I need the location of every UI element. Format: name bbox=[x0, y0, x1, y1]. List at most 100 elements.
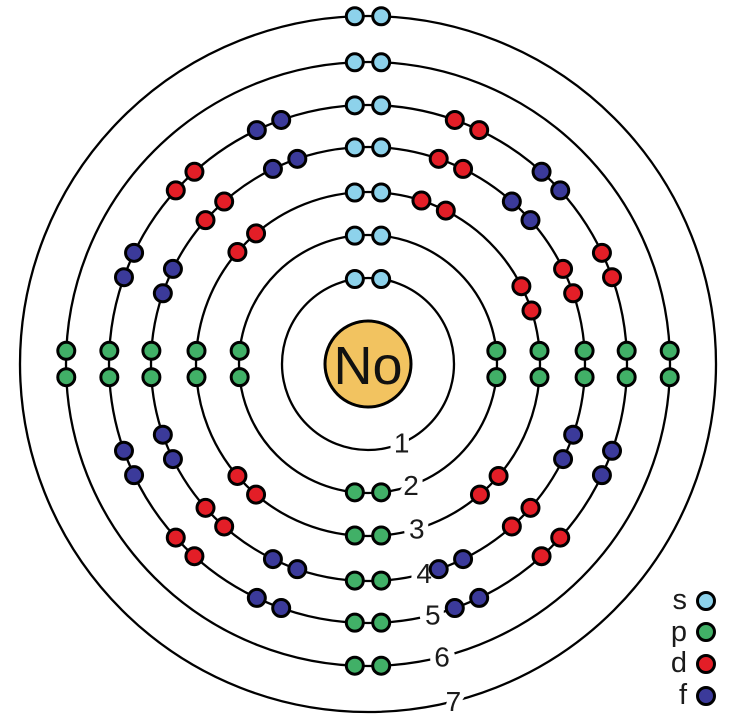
legend-p-dot bbox=[696, 622, 716, 643]
electron-d-shell-4 bbox=[428, 148, 449, 169]
electron-p-shell-6 bbox=[659, 340, 680, 361]
electron-p-shell-6 bbox=[659, 367, 680, 388]
electron-s-shell-2 bbox=[371, 225, 392, 246]
electron-p-shell-3 bbox=[344, 525, 365, 546]
electron-s-shell-3 bbox=[344, 182, 365, 203]
electron-d-shell-3 bbox=[469, 484, 490, 505]
electron-p-shell-5 bbox=[99, 367, 120, 388]
electron-s-shell-7 bbox=[371, 6, 392, 27]
electron-s-shell-1 bbox=[344, 269, 365, 290]
electron-d-shell-5 bbox=[531, 546, 552, 567]
electron-p-shell-3 bbox=[529, 367, 550, 388]
shell-circle-5 bbox=[107, 103, 629, 625]
electron-f-shell-4 bbox=[287, 148, 308, 169]
electron-p-shell-5 bbox=[99, 340, 120, 361]
electron-d-shell-4 bbox=[214, 191, 235, 212]
electron-f-shell-5 bbox=[469, 587, 490, 608]
electron-f-shell-4 bbox=[262, 158, 283, 179]
shell-number-label-4: 4 bbox=[416, 558, 432, 589]
electron-f-shell-5 bbox=[591, 465, 612, 486]
shell-number-label-6: 6 bbox=[434, 641, 450, 672]
nucleus-symbol: No bbox=[333, 336, 402, 396]
electron-p-shell-6 bbox=[371, 655, 392, 676]
electron-d-shell-5 bbox=[444, 109, 465, 130]
electron-p-shell-4 bbox=[344, 570, 365, 591]
legend-label-d: d bbox=[670, 647, 687, 680]
electron-f-shell-5 bbox=[246, 587, 267, 608]
electron-d-shell-5 bbox=[591, 242, 612, 263]
electron-f-shell-5 bbox=[550, 180, 571, 201]
electron-f-shell-4 bbox=[563, 424, 584, 445]
electron-f-shell-5 bbox=[113, 267, 134, 288]
electron-p-shell-5 bbox=[344, 612, 365, 633]
shell-number-label-7: 7 bbox=[446, 686, 462, 717]
electron-s-shell-5 bbox=[344, 95, 365, 116]
electron-p-shell-3 bbox=[371, 525, 392, 546]
electron-p-shell-6 bbox=[344, 655, 365, 676]
legend-label-f: f bbox=[678, 679, 687, 712]
electron-p-shell-4 bbox=[141, 367, 162, 388]
electron-f-shell-4 bbox=[152, 283, 173, 304]
electron-s-shell-1 bbox=[371, 269, 392, 290]
electron-f-shell-4 bbox=[162, 258, 183, 279]
electron-f-shell-5 bbox=[444, 598, 465, 619]
electron-p-shell-2 bbox=[486, 367, 507, 388]
legend-label-s: s bbox=[672, 584, 688, 617]
shell-number-label-2: 2 bbox=[403, 470, 419, 501]
shell-circle-1 bbox=[280, 276, 456, 452]
electron-p-shell-2 bbox=[486, 340, 507, 361]
electron-f-shell-5 bbox=[271, 109, 292, 130]
electron-s-shell-6 bbox=[344, 52, 365, 73]
shell-circle-2 bbox=[237, 233, 499, 495]
electron-d-shell-3 bbox=[411, 190, 432, 211]
electron-p-shell-3 bbox=[186, 340, 207, 361]
electron-p-shell-5 bbox=[616, 340, 637, 361]
electron-f-shell-5 bbox=[531, 161, 552, 182]
electron-p-shell-5 bbox=[616, 367, 637, 388]
electron-p-shell-4 bbox=[574, 340, 595, 361]
electron-f-shell-4 bbox=[553, 449, 574, 470]
electron-p-shell-4 bbox=[574, 367, 595, 388]
electron-s-shell-4 bbox=[344, 137, 365, 158]
shell-circle-4 bbox=[149, 145, 587, 583]
shell-number-label-5: 5 bbox=[425, 599, 441, 630]
electron-d-shell-3 bbox=[435, 200, 456, 221]
electron-d-shell-5 bbox=[184, 161, 205, 182]
electron-p-shell-6 bbox=[56, 367, 77, 388]
electron-d-shell-3 bbox=[227, 465, 248, 486]
electron-f-shell-5 bbox=[113, 440, 134, 461]
electron-f-shell-5 bbox=[602, 440, 623, 461]
electron-d-shell-3 bbox=[488, 465, 509, 486]
electron-d-shell-4 bbox=[214, 516, 235, 537]
shell-circle-7 bbox=[18, 14, 718, 714]
electron-p-shell-3 bbox=[186, 367, 207, 388]
electron-f-shell-4 bbox=[162, 449, 183, 470]
electron-p-shell-2 bbox=[229, 367, 250, 388]
electron-f-shell-4 bbox=[520, 210, 541, 231]
electron-d-shell-4 bbox=[553, 258, 574, 279]
electron-d-shell-4 bbox=[195, 497, 216, 518]
subshell-legend: s p d f bbox=[671, 585, 716, 711]
electron-d-shell-3 bbox=[521, 300, 542, 321]
legend-f-dot bbox=[696, 685, 716, 706]
electron-s-shell-4 bbox=[371, 137, 392, 158]
electron-f-shell-5 bbox=[124, 465, 145, 486]
electron-p-shell-6 bbox=[56, 340, 77, 361]
electron-s-shell-3 bbox=[371, 182, 392, 203]
electron-f-shell-5 bbox=[271, 598, 292, 619]
electron-p-shell-4 bbox=[371, 570, 392, 591]
electron-d-shell-4 bbox=[195, 210, 216, 231]
shell-circle-6 bbox=[64, 60, 672, 668]
electron-d-shell-5 bbox=[469, 120, 490, 141]
electron-p-shell-4 bbox=[141, 340, 162, 361]
electron-d-shell-5 bbox=[165, 527, 186, 548]
electron-d-shell-4 bbox=[453, 158, 474, 179]
electron-f-shell-4 bbox=[453, 549, 474, 570]
shell-number-label-3: 3 bbox=[409, 513, 425, 544]
electron-s-shell-7 bbox=[344, 6, 365, 27]
electron-p-shell-2 bbox=[344, 482, 365, 503]
shell-number-label-1: 1 bbox=[394, 428, 410, 459]
electron-d-shell-4 bbox=[520, 497, 541, 518]
electron-p-shell-5 bbox=[371, 612, 392, 633]
